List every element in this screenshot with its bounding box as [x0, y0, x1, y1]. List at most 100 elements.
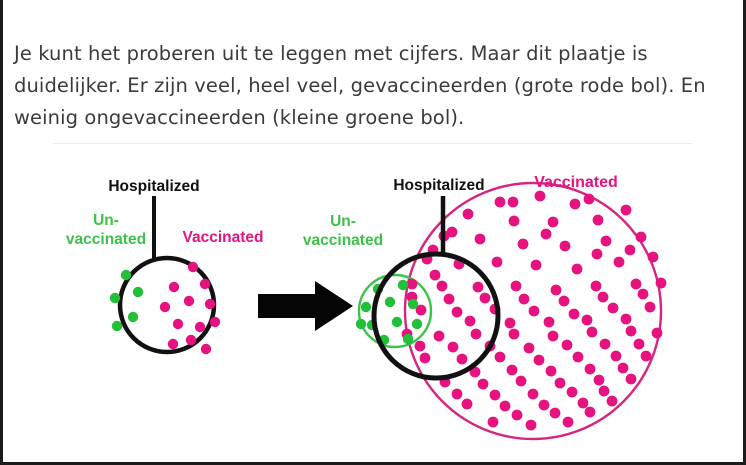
dot	[494, 351, 506, 363]
dot	[547, 330, 559, 342]
dot	[630, 278, 642, 290]
dot	[187, 261, 199, 273]
dot	[530, 259, 542, 271]
dot	[185, 334, 197, 346]
dot	[606, 395, 618, 407]
dot	[456, 353, 468, 365]
unvaccinated-population-circle	[357, 273, 433, 349]
diagram-svg: Hospitalized Un- vaccinated Vaccinated	[66, 174, 667, 441]
label-unvaccinated-right-line2: vaccinated	[303, 232, 383, 249]
dot	[391, 316, 403, 328]
dot	[592, 214, 604, 226]
right-panel: Hospitalized Un- vaccinated Vaccinated	[303, 174, 667, 441]
vaccination-diagram: Hospitalized Un- vaccinated Vaccinated	[53, 144, 693, 459]
dot	[402, 333, 414, 345]
vaccinated-dot-group	[159, 261, 221, 355]
dot	[613, 256, 625, 268]
dot	[451, 388, 463, 400]
dot	[472, 281, 484, 293]
dot	[406, 278, 418, 290]
dot	[111, 320, 123, 332]
label-unvaccinated-left-line1: Un-	[93, 212, 119, 229]
dot	[506, 364, 518, 376]
dot	[167, 338, 179, 350]
dot	[132, 286, 144, 298]
dot	[577, 397, 589, 409]
dot	[447, 341, 459, 353]
dot	[586, 326, 598, 338]
hospitalized-circle-right	[371, 251, 501, 381]
dot	[504, 317, 516, 329]
unvaccinated-dot-group	[109, 269, 144, 332]
dot	[637, 288, 649, 300]
dot	[355, 318, 367, 330]
dot	[566, 386, 578, 398]
dot	[533, 354, 545, 366]
dot	[199, 278, 211, 290]
dot	[559, 240, 571, 252]
dot	[558, 295, 570, 307]
dot	[200, 343, 212, 355]
dot	[414, 340, 426, 352]
dot	[591, 248, 603, 260]
figure-container: Hospitalized Un- vaccinated Vaccinated	[53, 143, 693, 459]
dot	[583, 193, 595, 205]
vaccinated-population-dot-group	[401, 190, 667, 431]
dot	[518, 293, 530, 305]
dot	[598, 385, 610, 397]
dot	[411, 318, 423, 330]
label-vaccinated-left: Vaccinated	[183, 229, 264, 246]
dot	[644, 301, 656, 313]
dot	[204, 298, 216, 310]
dot	[625, 373, 637, 385]
dot	[568, 308, 580, 320]
dot	[528, 305, 540, 317]
dot	[547, 216, 559, 228]
dot	[491, 256, 503, 268]
dot	[489, 389, 501, 401]
dot	[494, 196, 506, 208]
dot	[569, 198, 581, 210]
dot	[597, 291, 609, 303]
dot	[109, 292, 121, 304]
label-hospitalized-left: Hospitalized	[108, 178, 199, 195]
dot	[584, 406, 596, 418]
dot	[436, 280, 448, 292]
label-hospitalized-right: Hospitalized	[393, 177, 484, 194]
label-unvaccinated-right-line1: Un-	[330, 213, 356, 230]
dot	[549, 407, 561, 419]
dot	[487, 416, 499, 428]
dot	[625, 325, 637, 337]
dot	[647, 251, 659, 263]
dot	[543, 316, 555, 328]
dot	[172, 318, 184, 330]
dot	[561, 339, 573, 351]
dot	[545, 365, 557, 377]
dot	[538, 399, 550, 411]
dot	[633, 338, 645, 350]
dot	[517, 238, 529, 250]
dot	[635, 231, 647, 243]
dot	[443, 293, 455, 305]
dot	[499, 400, 511, 412]
dot	[527, 388, 539, 400]
dot	[461, 398, 473, 410]
dot	[159, 301, 171, 313]
dot	[194, 321, 206, 333]
dot	[617, 362, 629, 374]
dot	[451, 306, 463, 318]
dot	[510, 280, 522, 292]
dot	[624, 244, 636, 256]
dot	[525, 419, 537, 431]
dot	[419, 352, 431, 364]
dot	[554, 377, 566, 389]
dot	[523, 342, 535, 354]
dot	[508, 215, 520, 227]
dot	[470, 328, 482, 340]
dot	[384, 296, 396, 308]
dot	[515, 375, 527, 387]
label-vaccinated-right: Vaccinated	[534, 174, 618, 191]
dot	[620, 313, 632, 325]
dot	[168, 281, 180, 293]
dot	[477, 378, 489, 390]
